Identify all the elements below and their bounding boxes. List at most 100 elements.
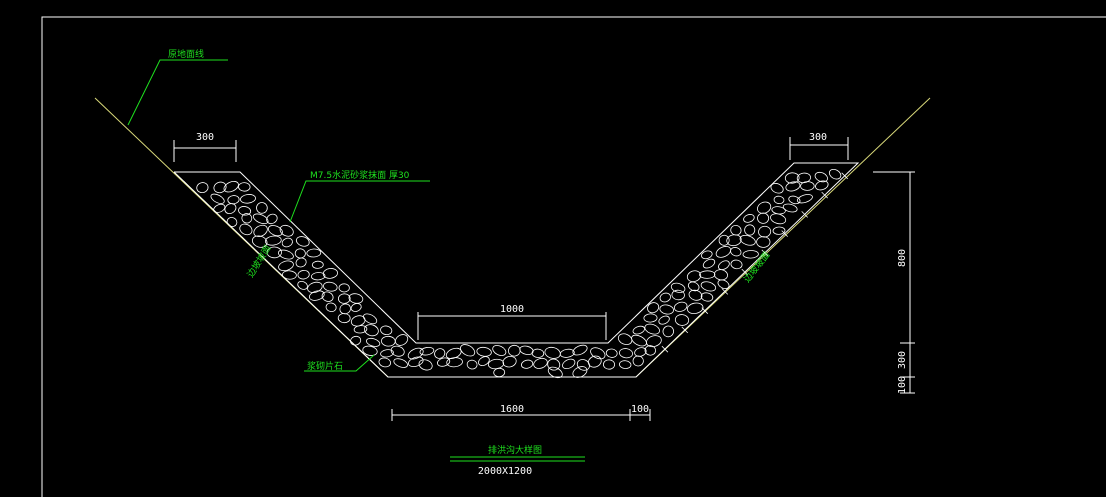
rubble-stone — [487, 358, 505, 370]
rubble-stone — [659, 304, 674, 315]
rubble-stone — [714, 269, 728, 281]
rubble-stone — [380, 325, 393, 336]
rubble-stone — [547, 358, 561, 371]
rubble-stone — [730, 259, 743, 270]
hatch-tick — [299, 291, 306, 299]
rubble-stone — [662, 325, 675, 338]
dim-height-lower-label: 300 — [897, 351, 908, 369]
rubble-stone — [632, 355, 644, 367]
rubble-stone — [730, 224, 742, 236]
dim-toe-label: 100 — [631, 404, 649, 415]
rubble-stone — [323, 281, 338, 292]
rubble-stone — [519, 345, 534, 355]
rubble-stone — [742, 250, 759, 259]
leader-rubble — [304, 354, 375, 372]
rubble-stone — [502, 356, 517, 368]
rubble-stone — [726, 234, 742, 247]
rubble-stone — [282, 270, 297, 280]
hatch-tick — [661, 345, 669, 353]
rubble-stone — [576, 359, 590, 371]
rubble-stone — [364, 324, 379, 337]
label-slope-right: 边坡坡面 — [741, 249, 773, 285]
drawing-subtitle: 2000X1200 — [478, 466, 532, 477]
rubble-stone — [446, 357, 463, 368]
rubble-stone — [460, 344, 476, 357]
rubble-stone — [363, 313, 378, 325]
rubble-stone — [224, 203, 237, 214]
dim-height-upper-label: 800 — [897, 249, 908, 267]
rubble-stone — [325, 302, 337, 313]
rubble-stone — [686, 302, 704, 315]
rubble-stone — [533, 357, 548, 369]
rubble-stone — [520, 359, 534, 369]
rubble-stone — [434, 348, 446, 359]
rubble-stone — [395, 334, 409, 346]
rubble-stone — [307, 281, 323, 293]
rubble-stone — [350, 303, 362, 312]
rubble-stone — [322, 268, 338, 279]
rubble-stone — [306, 248, 322, 258]
channel-lining — [173, 162, 860, 378]
rubble-stone — [408, 356, 424, 367]
rubble-stone — [256, 202, 268, 214]
hatch-tick — [202, 199, 210, 207]
rubble-stone — [587, 355, 602, 368]
hatch-tick — [681, 326, 689, 334]
rubble-stone — [743, 214, 755, 223]
rubble-stone — [226, 217, 238, 227]
rubble-stone — [699, 270, 716, 279]
rubble-stone — [492, 345, 507, 356]
drawing-title: 排洪沟大样图 — [488, 444, 542, 456]
rubble-stone — [701, 250, 713, 260]
rubble-stone — [603, 359, 615, 370]
rubble-stone — [353, 325, 368, 334]
rubble-stone — [688, 289, 703, 301]
rubble-stone — [744, 224, 756, 236]
rubble-stone — [393, 358, 408, 368]
rubble-stone — [632, 325, 645, 335]
rubble-stone — [717, 279, 730, 289]
rubble-stone — [238, 182, 251, 192]
rubble-stone — [773, 195, 785, 205]
hatch-tick — [222, 217, 229, 225]
rubble-stone — [772, 226, 786, 235]
rubble-stone — [686, 270, 702, 283]
rubble-stone — [213, 203, 226, 213]
rubble-stone — [770, 183, 784, 194]
rubble-stone — [547, 366, 563, 379]
rubble-stone — [493, 367, 506, 378]
rubble-stone — [407, 347, 424, 360]
rubble-stone — [715, 246, 732, 258]
rubble-stone — [647, 302, 660, 314]
rubble-stone — [362, 345, 378, 356]
rubble-stone — [278, 260, 294, 272]
rubble-stone — [756, 236, 771, 248]
rubble-stone-fill — [196, 168, 842, 379]
rubble-stone — [644, 323, 660, 335]
rubble-stone — [671, 289, 685, 301]
rubble-stone — [238, 206, 252, 216]
dim-inner-bottom — [417, 312, 607, 340]
leader-original-slope — [127, 59, 228, 126]
rubble-stone — [788, 195, 801, 205]
rubble-stone — [572, 366, 588, 378]
rubble-stone — [295, 236, 310, 247]
hatch-tick — [356, 347, 364, 354]
rubble-stone — [559, 348, 575, 358]
hatch-tick — [279, 273, 287, 280]
hatch-tick — [260, 254, 268, 262]
rubble-stone — [562, 358, 576, 370]
rubble-stone — [619, 360, 632, 369]
rubble-stone — [644, 345, 656, 356]
rubble-stone — [266, 246, 282, 259]
rubble-stone — [730, 247, 742, 257]
rubble-stone — [674, 314, 690, 326]
dim-top-right — [789, 137, 849, 160]
dim-vertical-chain — [873, 171, 915, 394]
rubble-stone — [418, 359, 433, 371]
rubble-stone — [476, 346, 492, 357]
hatch-tick — [741, 268, 749, 276]
rubble-stone — [279, 224, 294, 237]
rubble-stone — [702, 258, 716, 269]
rubble-stone — [253, 224, 268, 237]
